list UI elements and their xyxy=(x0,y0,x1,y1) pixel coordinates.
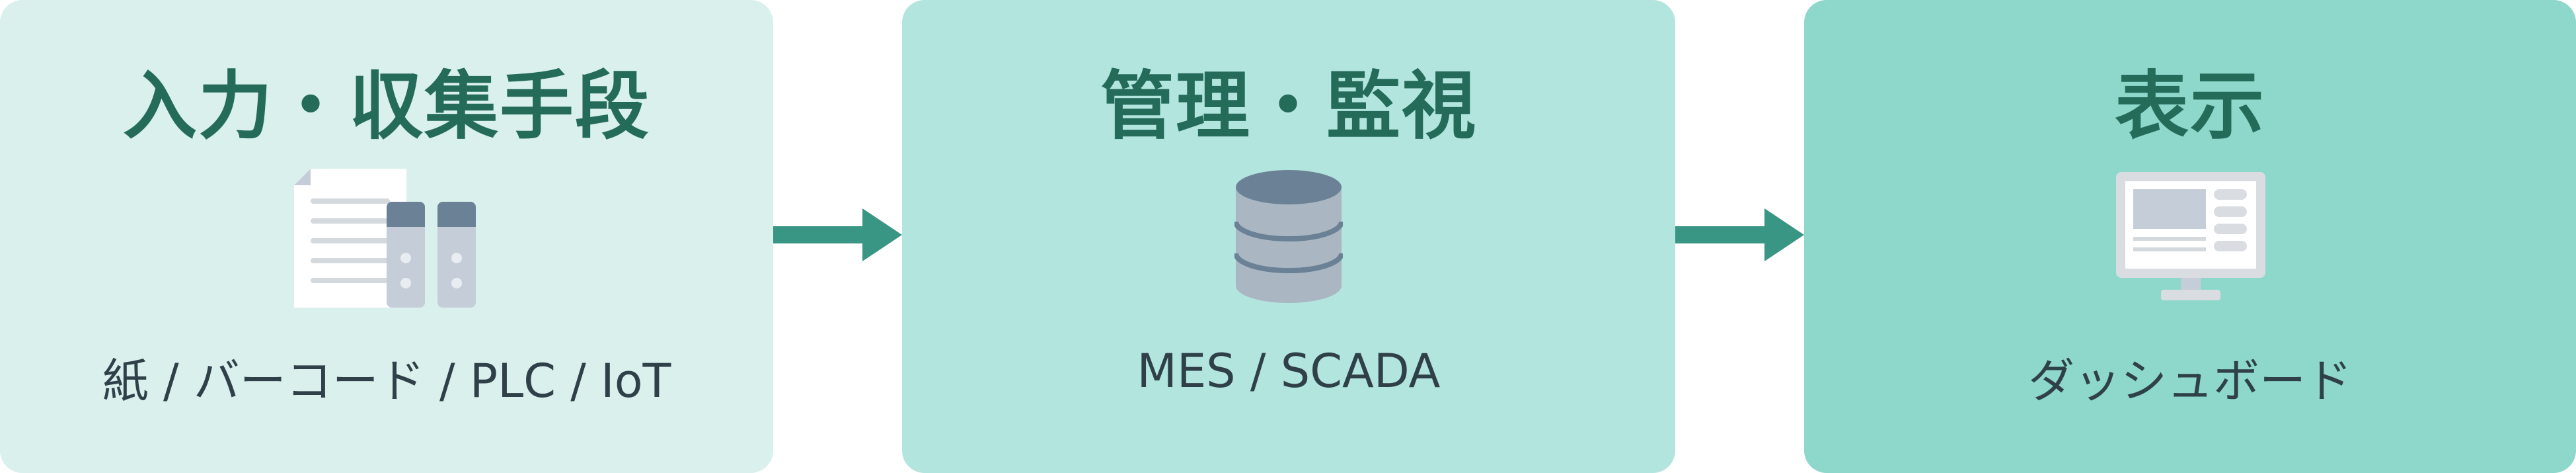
arrow-right-icon xyxy=(1675,208,1804,261)
database-icon xyxy=(1234,170,1343,303)
stage-title: 表示 xyxy=(2115,64,2265,150)
stage-subtitle: 紙 / バーコード / PLC / IoT xyxy=(102,354,671,408)
stage-title: 入力・収集手段 xyxy=(123,64,650,150)
stage-management-box: 管理・監視 MES / SCADA xyxy=(902,0,1675,473)
monitor-icon xyxy=(2116,172,2265,300)
arrow-right-icon xyxy=(773,208,902,261)
stage-display-box: 表示 ダッシュボード xyxy=(1804,0,2576,473)
stage-title: 管理・監視 xyxy=(1100,64,1477,150)
stage-subtitle: ダッシュボード xyxy=(2028,354,2352,408)
stage-input-box: 入力・収集手段 紙 / バーコード / PLC / IoT xyxy=(0,0,773,473)
document-and-devices-icon xyxy=(294,169,476,308)
stage-subtitle: MES / SCADA xyxy=(1137,344,1441,398)
